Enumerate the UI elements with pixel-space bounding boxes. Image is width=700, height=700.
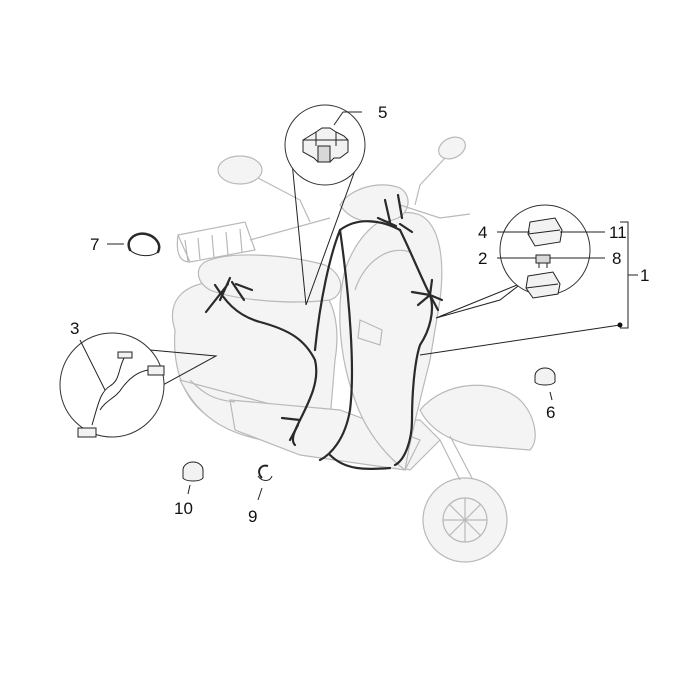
fuse-icon <box>535 254 551 268</box>
callout-1: 1 <box>640 266 649 285</box>
callout-8: 8 <box>612 249 621 268</box>
sub-harness-detail-group: 3 <box>59 319 218 438</box>
relay-detail-group: 5 <box>284 103 387 306</box>
scooter-handlebar <box>249 204 471 241</box>
scooter-headset <box>339 184 409 224</box>
callout-1-group: 1 <box>419 221 649 356</box>
right-mirror <box>438 136 466 160</box>
main-wiring-harness <box>204 193 444 470</box>
fuse-holder-icon <box>525 271 561 299</box>
callout-6: 6 <box>546 403 555 422</box>
callout-4: 4 <box>478 223 487 242</box>
callout-10: 10 <box>174 499 193 518</box>
callout-3: 3 <box>70 319 79 338</box>
scooter-outline <box>171 136 536 563</box>
relay-icon <box>302 127 349 163</box>
left-mirror <box>217 155 263 185</box>
callout-1-dot <box>617 322 623 328</box>
scooter-rear-rack <box>177 221 256 263</box>
scooter-leg-shield <box>339 211 443 472</box>
callout-11: 11 <box>609 223 627 242</box>
callout-7: 7 <box>90 235 99 254</box>
fuse-relay-detail-group: 4 2 11 8 <box>435 204 627 319</box>
clip-part-9: 9 <box>248 464 273 526</box>
grommet-part-6: 6 <box>534 367 556 422</box>
scooter-front-fender <box>419 384 536 451</box>
ring-clamp-part-7: 7 <box>90 232 161 257</box>
callout-2: 2 <box>478 249 487 268</box>
sub-harness-icon <box>77 351 165 438</box>
relay-cap-icon <box>527 217 563 247</box>
grommet-part-10: 10 <box>174 461 204 518</box>
callout-5: 5 <box>378 103 387 122</box>
scooter-seat <box>197 254 342 303</box>
callout-9: 9 <box>248 507 257 526</box>
